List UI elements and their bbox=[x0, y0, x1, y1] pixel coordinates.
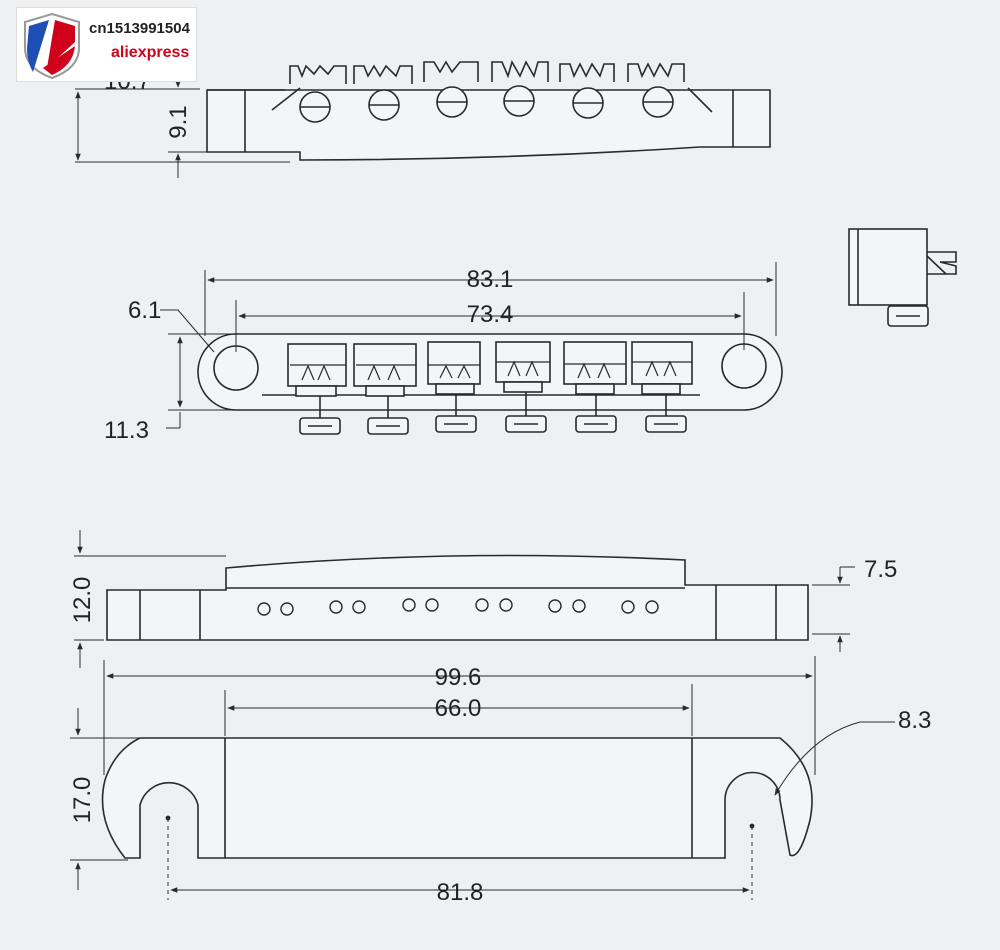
seller-id: cn1513991504 bbox=[89, 20, 190, 37]
side-view-screws bbox=[299, 85, 674, 123]
rear-view-body bbox=[106, 554, 809, 641]
watermark-badge: cn1513991504 aliexpress bbox=[16, 7, 197, 82]
dim-side-top-b: 9.1 bbox=[165, 105, 192, 138]
dim-top-inner: 73.4 bbox=[467, 301, 514, 328]
base-view-body bbox=[101, 737, 813, 859]
top-view-saddles bbox=[287, 341, 693, 397]
top-view-screws bbox=[299, 392, 687, 435]
dim-top-depth: 11.3 bbox=[104, 417, 149, 444]
side-view bbox=[75, 59, 771, 178]
dim-rear-step: 7.5 bbox=[864, 556, 897, 583]
top-view-body bbox=[197, 333, 783, 411]
dim-base-overall: 99.6 bbox=[435, 664, 482, 691]
side-view-body bbox=[206, 89, 771, 161]
dim-rear-height: 12.0 bbox=[69, 577, 96, 624]
dim-base-height: 17.0 bbox=[69, 777, 96, 824]
dim-top-hole: 6.1 bbox=[128, 297, 161, 324]
top-view bbox=[160, 262, 783, 435]
side-view-saddles bbox=[289, 59, 685, 84]
dim-base-slot: 8.3 bbox=[898, 707, 931, 734]
dim-top-overall: 83.1 bbox=[467, 266, 514, 293]
base-view bbox=[70, 656, 895, 900]
shield-flag-icon bbox=[24, 12, 80, 80]
rear-view-holes bbox=[257, 598, 659, 616]
end-view bbox=[848, 228, 957, 327]
dim-base-inner: 66.0 bbox=[435, 695, 482, 722]
rear-view bbox=[74, 530, 855, 668]
store-name: aliexpress bbox=[111, 44, 190, 61]
dim-base-stud: 81.8 bbox=[437, 879, 484, 906]
